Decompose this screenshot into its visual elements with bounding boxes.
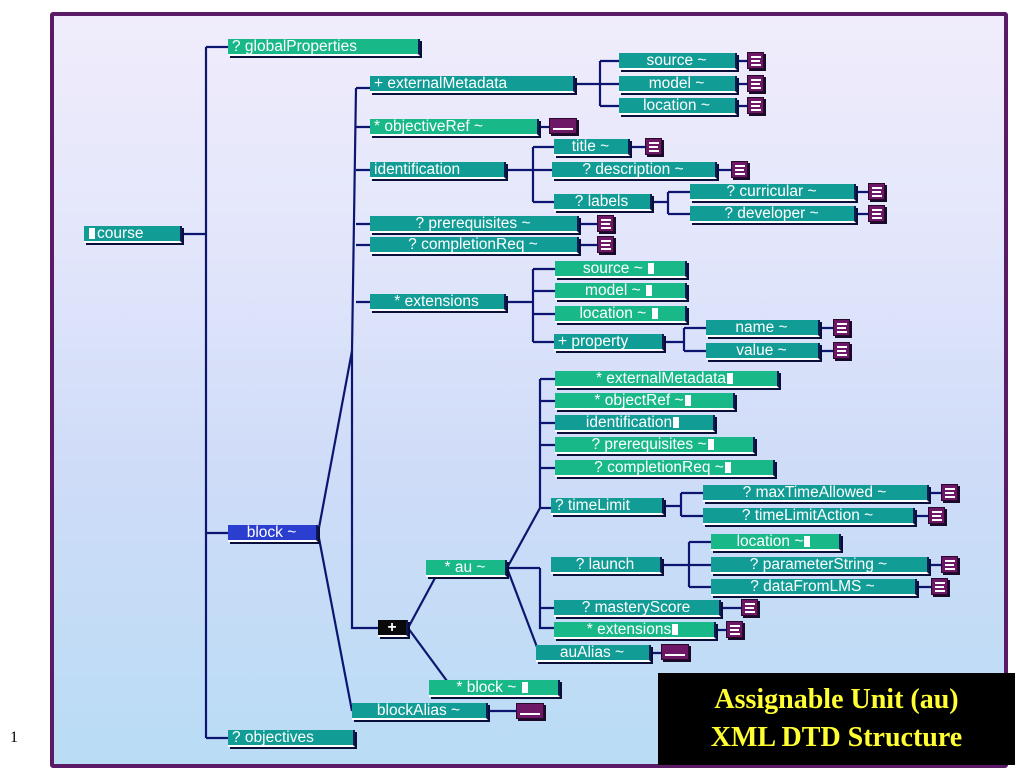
document-icon [726,621,743,638]
empty-element-icon [516,703,544,719]
element-marker-icon [673,417,680,428]
node-time-limit: ? timeLimit [551,498,664,515]
document-icon [747,52,764,69]
node-identification: identification [370,162,506,179]
node-plus-connector: + [378,620,408,637]
document-icon [645,138,662,155]
node-au-alias: auAlias ~ [536,645,651,662]
node-em-location: location ~ [619,98,737,115]
document-icon [747,75,764,92]
document-icon [747,97,764,114]
node-au-completion-req: ? completionReq ~ [555,460,775,477]
element-marker-icon [724,462,731,473]
node-au: * au ~ [426,560,507,577]
node-block: block ~ [228,525,318,542]
node-developer: ? developer ~ [690,206,856,223]
node-max-time-allowed: ? maxTimeAllowed ~ [703,485,929,502]
document-icon [868,183,885,200]
document-icon [597,236,614,253]
document-icon [931,578,948,595]
node-ext-location: location ~ [555,306,687,323]
node-external-metadata: + externalMetadata [370,76,575,93]
document-icon [731,161,748,178]
node-time-limit-action: ? timeLimitAction ~ [703,508,915,525]
slide-title-line-1: Assignable Unit (au) [714,684,959,715]
node-extensions: * extensions [370,294,506,311]
element-marker-icon [648,263,655,274]
element-marker-icon [89,228,95,239]
node-prerequisites: ? prerequisites ~ [370,216,579,233]
element-marker-icon [707,439,714,450]
page-number: 1 [10,729,18,746]
document-icon [941,556,958,573]
node-launch: ? launch [551,557,662,574]
document-icon [741,599,758,616]
node-em-source: source ~ [619,53,737,70]
node-mastery-score: ? masteryScore [554,600,721,617]
node-em-model: model ~ [619,76,737,93]
document-icon [928,507,945,524]
node-description: ? description ~ [552,162,717,179]
node-data-from-lms: ? dataFromLMS ~ [711,579,917,596]
node-value: value ~ [706,343,820,360]
element-marker-icon [684,395,691,406]
element-marker-icon [672,624,679,635]
document-icon [833,319,850,336]
node-objective-ref: * objectiveRef ~ [370,119,539,136]
element-marker-icon [521,682,528,693]
node-labels: ? labels [554,194,652,211]
node-completion-req: ? completionReq ~ [370,237,579,254]
node-au-identification: identification [555,415,715,432]
node-property: + property [554,334,664,351]
empty-element-icon [661,644,689,660]
node-au-object-ref: * objectRef ~ [555,393,735,410]
node-launch-location: location ~ [711,534,841,551]
document-icon [941,484,958,501]
diagram-frame [50,12,1008,768]
node-block-alias: blockAlias ~ [352,703,488,720]
node-ext-source: source ~ [555,261,687,278]
element-marker-icon [651,308,658,319]
node-objectives: ? objectives [228,730,355,747]
slide-title-line-2: XML DTD Structure [710,722,963,753]
node-ext-model: model ~ [555,283,687,300]
element-marker-icon [645,285,652,296]
node-name: name ~ [706,320,820,337]
document-icon [597,215,614,232]
element-marker-icon [804,536,811,547]
element-marker-icon [727,373,734,384]
document-icon [833,342,850,359]
node-au-extensions: * extensions [554,622,716,639]
node-parameter-string: ? parameterString ~ [711,557,929,574]
node-title: title ~ [554,139,630,156]
slide-title-box: Assignable Unit (au) XML DTD Structure [658,673,1015,765]
node-curricular: ? curricular ~ [690,184,856,201]
empty-element-icon [549,118,577,134]
node-course: course [84,226,182,243]
node-au-prerequisites: ? prerequisites ~ [555,437,755,454]
node-global-properties: ? globalProperties [228,39,420,56]
node-sub-block: * block ~ [429,680,560,697]
document-icon [868,205,885,222]
node-au-external-metadata: * externalMetadata [555,371,779,388]
